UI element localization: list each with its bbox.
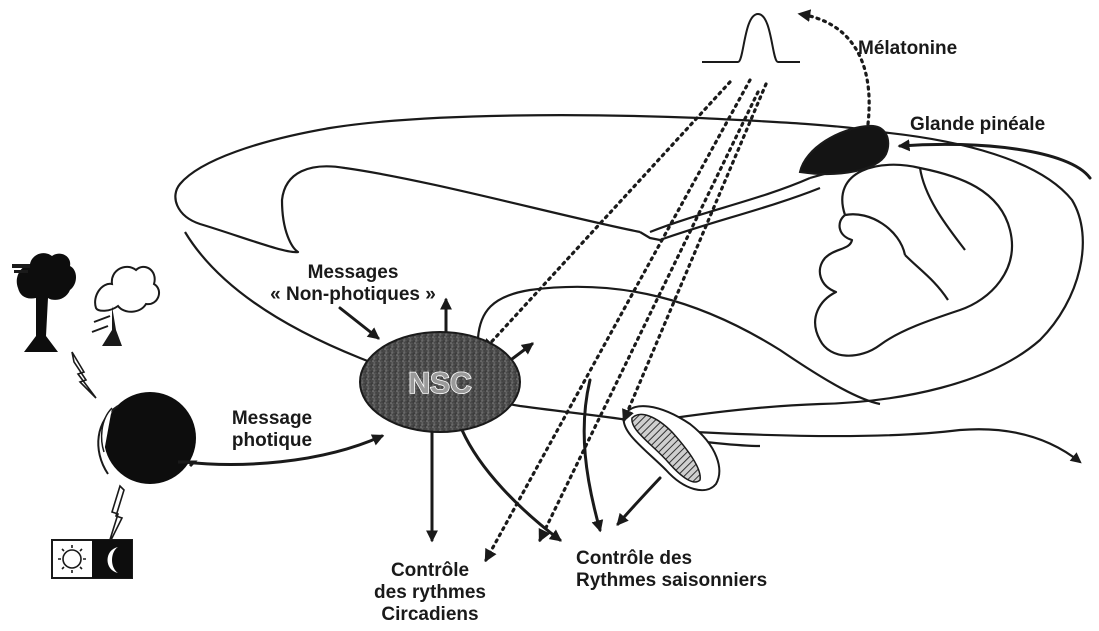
photic-line1: Message — [210, 408, 334, 430]
non-photic-line2: « Non-photiques » — [248, 284, 458, 306]
tree-icon — [17, 253, 76, 352]
melatonin-text: Mélatonine — [858, 38, 957, 59]
melatonin-pulse-curve — [702, 14, 800, 62]
eye-icon — [98, 392, 196, 484]
seasonal-control-label: Contrôle des Rythmes saisonniers — [576, 548, 767, 592]
circadian-control-label: Contrôle des rythmes Circadiens — [370, 560, 490, 626]
melatonin-release-arrow — [800, 14, 869, 124]
hypothalamus-to-seasonal-arrow — [584, 380, 600, 530]
pituitary-gland — [624, 406, 720, 490]
pituitary-to-seasonal-arrow — [618, 478, 660, 524]
nsc-label: NSC — [408, 367, 471, 400]
circadian-line1: Contrôle — [370, 560, 490, 582]
pineal-input-arrow — [900, 144, 1090, 178]
non-photic-messages-label: Messages « Non-photiques » — [248, 262, 458, 306]
pineal-gland-label: Glande pinéale — [910, 114, 1045, 136]
nsc-to-seasonal-arrow — [462, 430, 560, 540]
circadian-line2: des rythmes — [370, 582, 490, 604]
wind-tree-icon — [92, 267, 159, 346]
seasonal-line1: Contrôle des — [576, 548, 767, 570]
non-photic-line1: Messages — [248, 262, 458, 284]
seasonal-line2: Rythmes saisonniers — [576, 570, 767, 592]
circadian-line3: Circadiens — [370, 604, 490, 626]
photic-line2: photique — [210, 430, 334, 452]
melatonin-to-pituitary-arrow — [624, 84, 766, 420]
melatonin-label: Mélatonine — [858, 38, 957, 60]
day-night-icon — [52, 540, 132, 578]
pineal-gland-text: Glande pinéale — [910, 114, 1045, 135]
melatonin-to-seasonal-arrow-a — [540, 92, 758, 540]
solid-pathways — [184, 144, 1090, 540]
photic-message-label: Message photique — [210, 408, 334, 452]
non-photic-arrow — [340, 308, 378, 338]
